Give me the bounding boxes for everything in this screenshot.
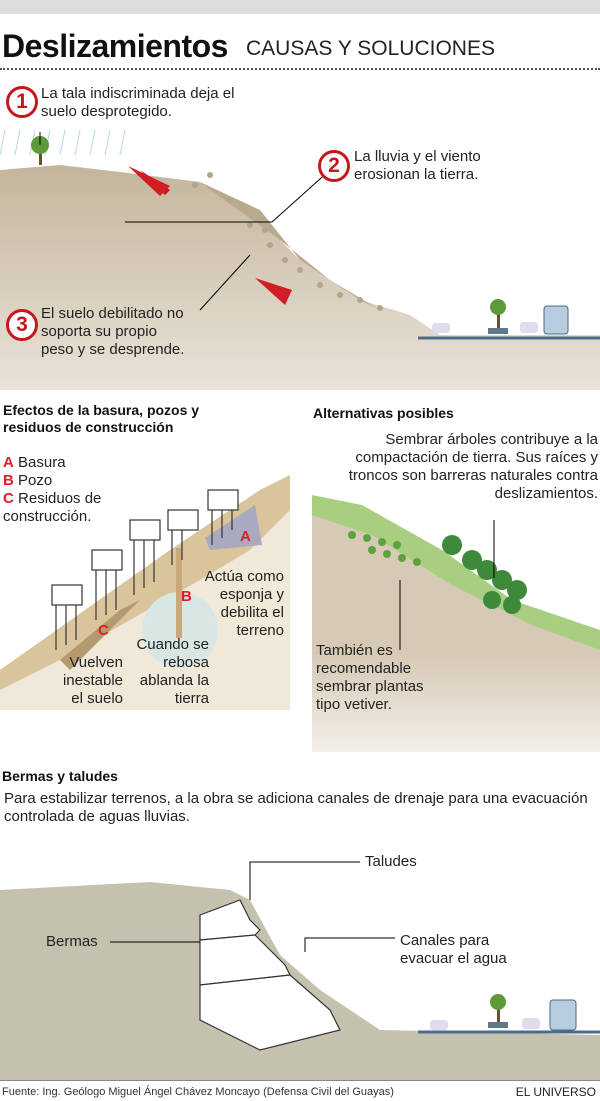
cause-1-text: La tala indiscriminada deja el suelo des…: [41, 85, 235, 120]
canales-label: Canales para evacuar el agua: [400, 932, 507, 967]
sponge-note: Actúa como esponja y debilita el terreno: [204, 568, 284, 639]
legend-letter: C: [3, 490, 14, 507]
legend-letter: A: [3, 454, 14, 471]
berms-heading: Bermas y taludes: [2, 768, 118, 784]
effects-illustration: [0, 475, 290, 710]
top-bar: [0, 0, 600, 14]
bus-icon: [549, 999, 577, 1031]
brand-name: EL UNIVERSO: [515, 1085, 596, 1099]
legend-item-a: A Basura: [3, 454, 143, 472]
vetiver-note: También es recomendable sembrar plantas …: [316, 642, 424, 713]
legend-item-b: B Pozo: [3, 472, 143, 490]
tree-icon: [488, 994, 508, 1028]
legend-label: Residuos de construcción.: [3, 490, 102, 525]
car-icon: [432, 323, 450, 333]
unstable-note: Vuelven inestable el suelo: [62, 654, 123, 707]
arrow-icon: [255, 278, 292, 305]
legend-label: Basura: [18, 454, 66, 471]
legend-item-c: C Residuos de construcción.: [3, 490, 143, 526]
divider: [0, 68, 600, 70]
cause-number-1: 1: [6, 86, 38, 118]
footer-divider: [0, 1080, 600, 1081]
cause-2-text: La lluvia y el viento erosionan la tierr…: [354, 148, 481, 183]
legend-label: Pozo: [18, 472, 53, 489]
garbage-area: [205, 505, 262, 550]
effects-heading: Efectos de la basura, pozos y residuos d…: [3, 402, 200, 435]
alternatives-illustration: [312, 495, 600, 752]
landslide-illustration: [0, 129, 600, 390]
berms-description: Para estabilizar terrenos, a la obra se …: [4, 790, 588, 825]
bus-icon: [543, 305, 569, 335]
car-icon: [430, 1020, 448, 1030]
legend: A Basura B Pozo C Residuos de construcci…: [3, 454, 143, 526]
arrow-icon: [128, 166, 170, 196]
overflow-note: Cuando se rebosa ablanda la tierra: [136, 636, 209, 707]
alternatives-heading: Alternativas posibles: [313, 405, 454, 421]
tree-icon: [488, 299, 508, 334]
berm-terraces: [199, 899, 341, 1051]
page-subtitle: CAUSAS Y SOLUCIONES: [246, 37, 495, 60]
page-title: Deslizamientos: [2, 28, 228, 64]
taludes-label: Taludes: [365, 853, 417, 870]
marker-c: C: [98, 622, 109, 639]
cause-number-3: 3: [6, 309, 38, 341]
berms-illustration: [0, 861, 600, 1080]
car-icon: [522, 1018, 540, 1029]
cause-number-2: 2: [318, 150, 350, 182]
car-icon: [520, 322, 538, 333]
bermas-label: Bermas: [46, 933, 98, 950]
cause-3-text: El suelo debilitado no soporta su propio…: [41, 305, 185, 358]
legend-letter: B: [3, 472, 14, 489]
marker-b: B: [181, 588, 192, 605]
trees-note: Sembrar árboles contribuye a la compacta…: [348, 431, 598, 502]
source-credit: Fuente: Ing. Geólogo Miguel Ángel Chávez…: [2, 1086, 394, 1098]
marker-a: A: [240, 528, 251, 545]
